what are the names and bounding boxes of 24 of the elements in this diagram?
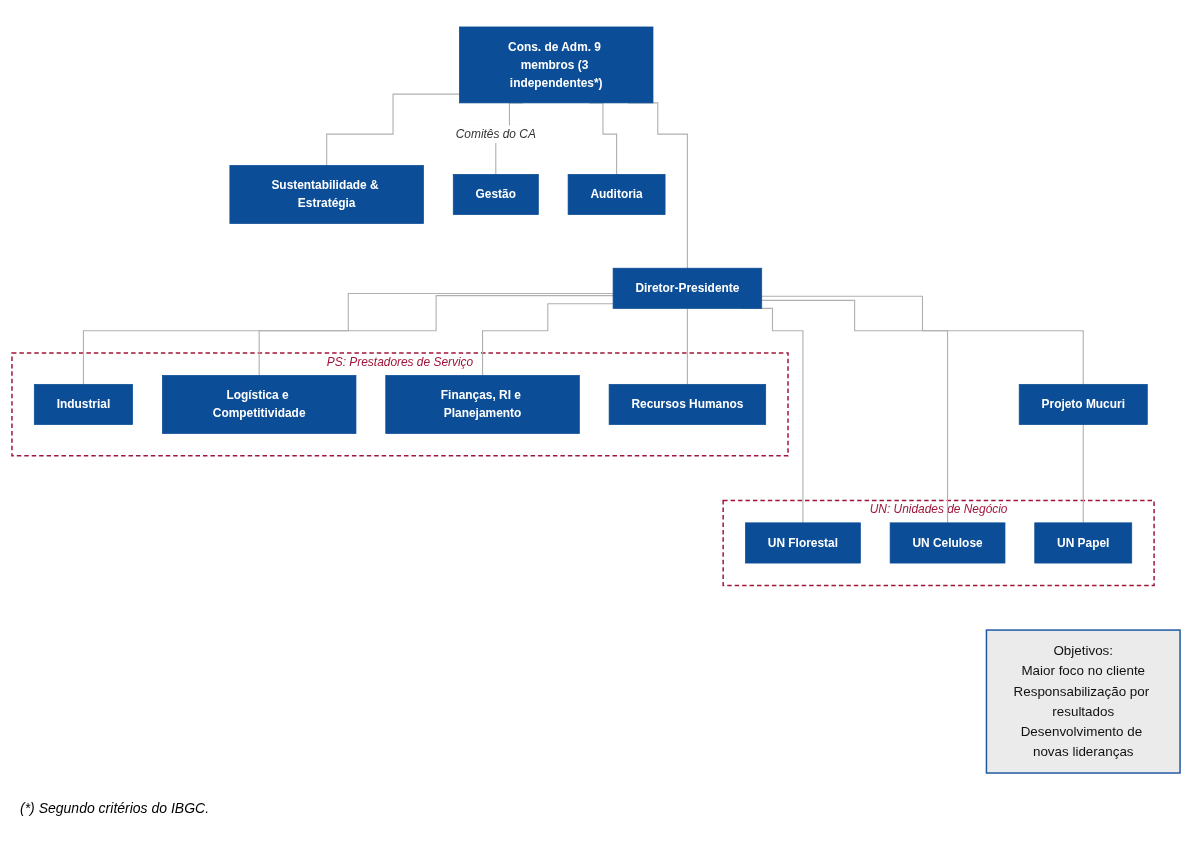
connector xyxy=(761,299,949,524)
connector xyxy=(258,295,614,376)
node-box: Sustentabilidade & Estratégia xyxy=(229,165,424,224)
node-box: UN Florestal xyxy=(745,522,861,564)
connector xyxy=(761,295,1084,385)
node-box: Projeto Mucuri xyxy=(1018,384,1148,425)
node-box: UN Papel xyxy=(1034,522,1133,564)
connector xyxy=(482,303,614,376)
node-box: Gestão xyxy=(452,174,539,215)
connector xyxy=(326,93,460,166)
node-box: Finanças, RI e Planejamento xyxy=(385,375,580,434)
node-box: Auditoria xyxy=(567,174,666,215)
node-box: Diretor-Presidente xyxy=(612,267,763,309)
node-box: Cons. de Adm. 9 membros (3 independentes*) xyxy=(459,26,654,104)
node-box: UN Celulose xyxy=(889,522,1006,564)
connector xyxy=(686,307,688,385)
connector xyxy=(82,292,614,385)
node-box: Objetivos: Maior foco no cliente Responsabilização por resultados Desenvolvimento de novas lideranças xyxy=(985,629,1181,774)
footnote: (*) Segundo critérios do IBGC. xyxy=(20,800,211,816)
edge-label: Comitês do CA xyxy=(455,127,536,141)
connector xyxy=(1082,424,1084,524)
node-box: Logística e Competitividade xyxy=(162,375,357,434)
node-box: Industrial xyxy=(33,384,133,425)
node-box: Recursos Humanos xyxy=(608,384,767,425)
